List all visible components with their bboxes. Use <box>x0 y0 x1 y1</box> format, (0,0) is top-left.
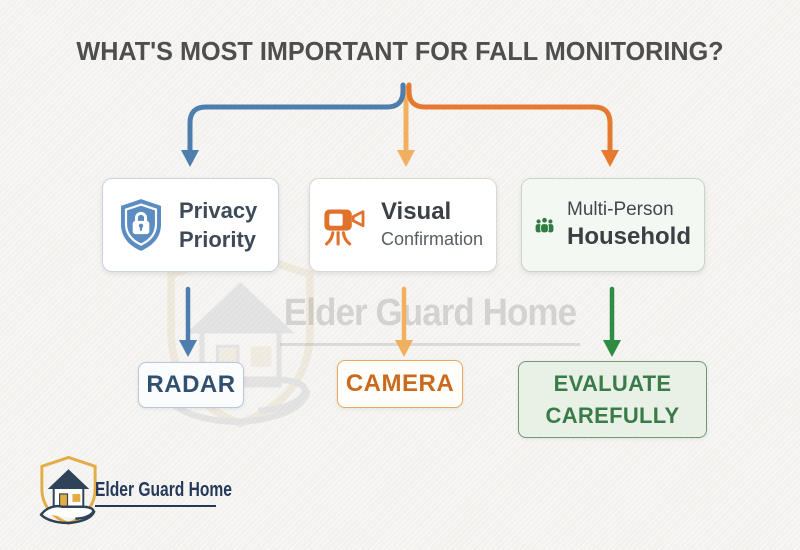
page-title: WHAT'S MOST IMPORTANT FOR FALL MONITORIN… <box>76 36 724 66</box>
blue-arrowhead <box>181 150 199 167</box>
result-box-evaluate-carefully: EVALUATE CAREFULLY <box>518 361 707 438</box>
orange-arrowhead <box>601 150 619 167</box>
house-in-hand-shield-icon <box>39 455 97 526</box>
result-box-radar: RADAR <box>138 362 244 408</box>
brand-name: Elder Guard Home <box>95 479 232 501</box>
amber-arrowhead <box>397 150 415 167</box>
amber-result-arrowhead <box>395 340 413 357</box>
video-camera-icon <box>324 209 365 246</box>
option-label-line2: Household <box>567 222 691 250</box>
option-box-privacy-priority: Privacy Priority <box>102 178 279 272</box>
brand-underline <box>95 505 216 507</box>
green-result-arrowhead <box>603 340 621 357</box>
people-group-icon <box>535 216 554 234</box>
option-box-multi-person-household: Multi-Person Household <box>521 178 705 272</box>
option-label-line1: Privacy <box>179 197 258 223</box>
blue-result-arrowhead <box>179 340 197 357</box>
result-label-line1: EVALUATE <box>553 370 672 396</box>
result-label: RADAR <box>146 371 236 398</box>
option-label-line1: Visual <box>380 198 452 226</box>
option-box-visual-confirmation: Visual Confirmation <box>309 178 497 272</box>
result-box-camera: CAMERA <box>337 360 463 408</box>
shield-lock-icon <box>121 199 161 251</box>
option-label-line2: Confirmation <box>380 229 483 250</box>
orange-branch-line <box>406 82 613 154</box>
result-label-line2: CAREFULLY <box>545 402 680 428</box>
watermark-text: Elder Guard Home <box>280 292 580 346</box>
option-label-line1: Multi-Person <box>567 199 674 221</box>
result-label: CAMERA <box>345 370 455 397</box>
option-label-line2: Priority <box>179 227 257 252</box>
blue-branch-line <box>187 82 406 154</box>
